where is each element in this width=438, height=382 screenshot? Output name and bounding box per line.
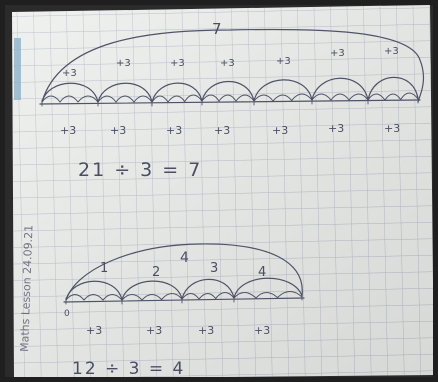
top-group-label: +3 xyxy=(384,46,399,57)
top-step-label: +3 xyxy=(328,122,344,135)
top-group-label: +3 xyxy=(276,56,291,67)
bottom-zero-label: 0 xyxy=(64,309,70,319)
bottom-group-label: 2 xyxy=(152,265,160,280)
top-group-label: +3 xyxy=(116,58,131,69)
margin-sticker xyxy=(14,38,21,100)
top-step-label: +3 xyxy=(272,124,288,137)
top-step-label: +3 xyxy=(60,124,76,137)
top-step-label: +3 xyxy=(110,124,126,137)
bottom-group-label: 3 xyxy=(210,261,218,276)
top-group-label: +3 xyxy=(220,58,235,69)
top-step-label: +3 xyxy=(166,124,182,137)
bottom-step-label: +3 xyxy=(86,324,102,337)
top-equation: 21 ÷ 3 = 7 xyxy=(78,159,202,181)
bottom-total-label: 4 xyxy=(180,250,189,266)
bottom-step-label: +3 xyxy=(254,324,270,337)
top-total-label: 7 xyxy=(212,20,222,38)
top-group-label: +3 xyxy=(170,58,185,69)
top-group-label: +3 xyxy=(330,48,345,59)
bottom-group-label: 4 xyxy=(258,265,266,280)
bottom-step-label: +3 xyxy=(146,324,162,337)
top-group-label: +3 xyxy=(62,68,77,79)
bottom-step-label: +3 xyxy=(198,324,214,337)
bottom-equation: 12 ÷ 3 = 4 xyxy=(72,359,185,379)
top-step-label: +3 xyxy=(214,124,230,137)
top-step-label: +3 xyxy=(384,122,400,135)
bottom-group-label: 1 xyxy=(100,261,108,276)
